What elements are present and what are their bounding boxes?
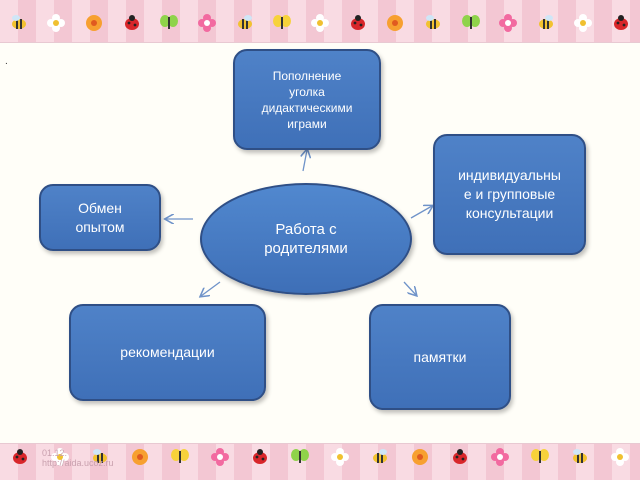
butterfly-icon <box>461 15 480 29</box>
footer-date: 01.12. <box>42 448 68 458</box>
flower-icon <box>198 14 217 32</box>
ladybug-icon <box>614 15 629 30</box>
footer-watermark: 01.12. http://aida.ucoz.ru <box>42 448 114 468</box>
corner-marker: . <box>5 56 8 67</box>
node-recommendations: рекомендации <box>69 304 266 401</box>
bee-icon <box>538 15 553 29</box>
center-line: родителями <box>264 240 348 257</box>
flower-icon <box>491 448 509 466</box>
node-experience-exchange: Обмен опытом <box>39 184 161 251</box>
bottom-decor-strip <box>0 444 640 470</box>
flower-icon <box>51 448 69 466</box>
node-line: памятки <box>413 348 467 365</box>
bee-icon <box>425 15 440 29</box>
butterfly-icon <box>171 449 189 463</box>
flower-icon <box>211 448 229 466</box>
bee-icon <box>93 449 107 463</box>
node-line: дидактическими <box>261 100 353 115</box>
flower-icon <box>499 14 518 32</box>
node-line: е и групповые <box>463 186 556 202</box>
ladybug-icon <box>124 15 139 30</box>
flower-icon <box>47 14 66 32</box>
flower-icon <box>310 14 329 32</box>
butterfly-icon <box>291 449 309 463</box>
ladybug-icon <box>253 449 267 464</box>
node-line: играми <box>287 116 327 131</box>
node-consultations: индивидуальны е и групповые консультации <box>433 134 586 255</box>
node-line: индивидуальны <box>458 167 561 183</box>
node-memos: памятки <box>369 304 511 410</box>
center-node-parent-work: Работа с родителями <box>200 183 412 295</box>
bee-icon <box>573 449 587 463</box>
bee-icon <box>11 15 26 29</box>
node-line: консультации <box>465 205 554 221</box>
bee-icon <box>373 449 387 463</box>
butterfly-icon <box>273 15 292 29</box>
ladybug-icon <box>453 449 467 464</box>
node-line: опытом <box>75 218 125 235</box>
flower-icon <box>611 448 629 466</box>
node-line: Пополнение <box>272 68 342 83</box>
ladybug-icon <box>13 449 27 464</box>
butterfly-icon <box>160 15 179 29</box>
butterfly-icon <box>531 449 549 463</box>
center-line: Работа с <box>275 221 337 238</box>
flower-icon <box>574 14 593 32</box>
flower-icon <box>132 449 148 465</box>
flower-icon <box>387 15 404 31</box>
bee-icon <box>237 15 252 29</box>
top-decor-strip <box>0 10 640 36</box>
node-line: Обмен <box>78 199 122 216</box>
node-line: рекомендации <box>120 344 215 360</box>
node-didactic-games: Пополнение уголка дидактическими играми <box>233 49 381 150</box>
footer-url: http://aida.ucoz.ru <box>42 458 114 468</box>
flower-icon <box>331 448 349 466</box>
node-line: уголка <box>289 84 325 99</box>
flower-icon <box>86 15 103 31</box>
flower-icon <box>412 449 428 465</box>
ladybug-icon <box>350 15 365 30</box>
